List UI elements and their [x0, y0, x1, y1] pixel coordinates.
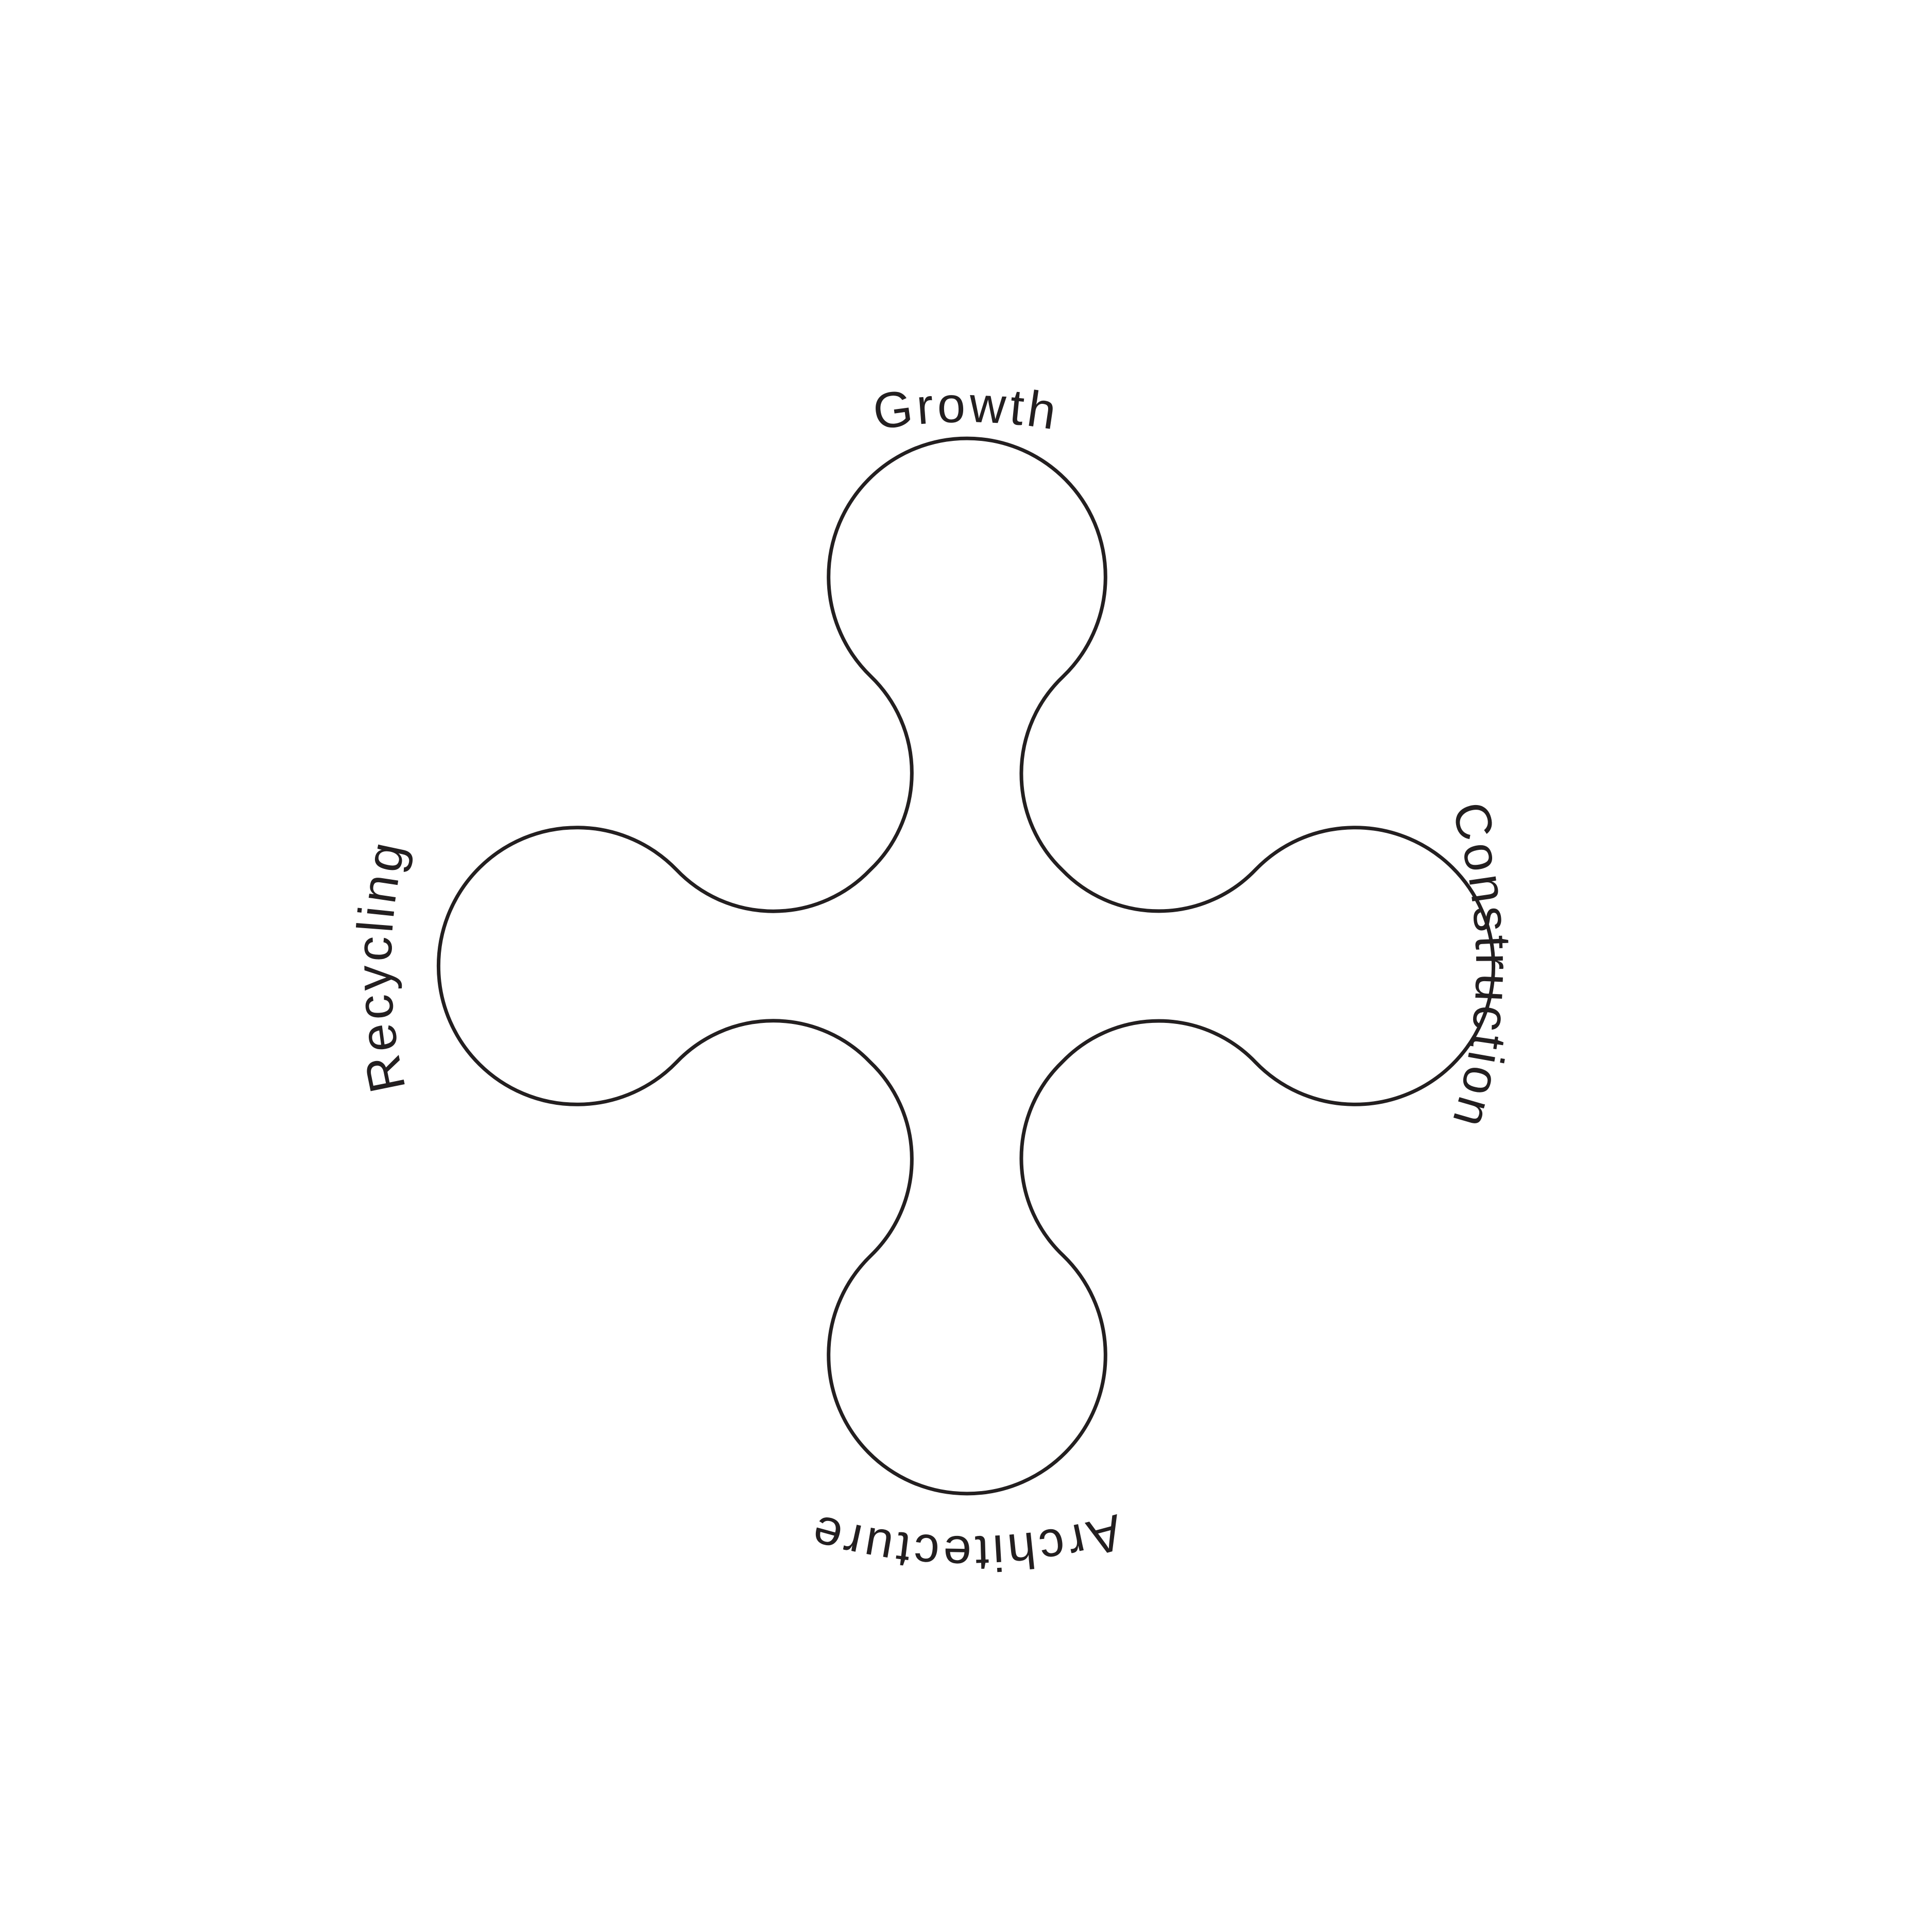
label-growth: Growth [869, 376, 1063, 440]
label-growth-text: Growth [869, 376, 1059, 440]
four-lobe-outline [436, 436, 1496, 1496]
label-recycling-text: Recycling [345, 834, 413, 1098]
label-recycling: Recycling [345, 834, 416, 1098]
